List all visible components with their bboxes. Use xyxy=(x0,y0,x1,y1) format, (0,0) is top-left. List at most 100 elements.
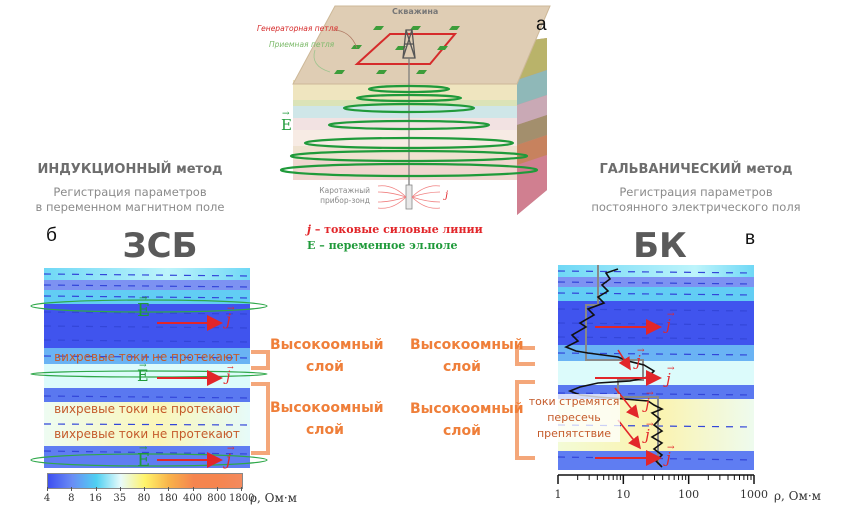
zsb-current-arrows xyxy=(157,315,223,468)
legend-item-current-lines: j – токовые силовые линии xyxy=(307,222,483,238)
label-line2: слой xyxy=(443,359,481,375)
current-arrow-diagonal xyxy=(614,387,639,419)
axis-tick-label: 100 xyxy=(678,488,700,501)
colorbar-tick-mark xyxy=(192,487,194,491)
axis-tick-label: 10 xyxy=(616,488,631,501)
bk-axis-unit: ρ, Ом·м xyxy=(774,489,822,503)
tool-j-label: j xyxy=(445,190,449,201)
colorbar-tick-mark xyxy=(168,487,170,491)
vector-arrow-icon: → xyxy=(667,310,675,320)
e-ring xyxy=(30,453,268,467)
resistivity-colorbar xyxy=(47,473,243,489)
generator-loop-label: Генераторная петля xyxy=(257,24,338,33)
layer xyxy=(44,446,250,468)
vector-arrow-icon: → xyxy=(282,109,290,119)
colorbar-unit: ρ, Ом·м xyxy=(250,491,298,505)
vector-arrow-icon: → xyxy=(637,346,645,356)
bracket-thin-layer xyxy=(251,350,270,370)
side-layer xyxy=(517,70,547,105)
label-line1: Высокоомный xyxy=(270,400,384,416)
label-line2: слой xyxy=(443,423,481,439)
side-layer xyxy=(517,155,547,215)
induction-subtitle-line2: в переменном магнитном поле xyxy=(35,200,225,214)
zsb-section xyxy=(43,268,251,468)
vector-arrow-icon: → xyxy=(139,361,147,371)
induction-method-subtitle: Регистрация параметров в переменном магн… xyxy=(0,185,260,215)
zsb-brackets xyxy=(251,350,270,455)
j-symbol: j xyxy=(636,352,641,370)
zsb-j-symbol-1: →j xyxy=(226,305,235,328)
zsb-e-symbol-1: →E xyxy=(137,294,150,320)
vector-arrow-icon: → xyxy=(227,363,234,372)
axis-tick-label: 1 xyxy=(554,488,562,501)
e-field-rings xyxy=(279,84,539,178)
bk-current-arrows xyxy=(595,319,662,466)
panel-letter-b: б xyxy=(46,225,57,246)
galvanic-method-name: ГАЛЬВАНИЧЕСКИЙ xyxy=(599,162,742,177)
well-label: Скважина xyxy=(392,7,439,16)
legend-j-text: – токовые силовые линии xyxy=(314,223,483,236)
note-line3: препятствие xyxy=(536,427,611,440)
zsb-j-symbol-2: →j xyxy=(226,364,234,385)
logging-tool-label-line2: прибор-зонд xyxy=(320,196,370,205)
bk-log-axis xyxy=(557,474,755,484)
layer xyxy=(44,348,250,364)
zsb-j-symbol-3: →j xyxy=(226,445,235,468)
label-line2: слой xyxy=(306,359,344,375)
colorbar-tick-label: 8 xyxy=(68,493,75,504)
eddy-note-1: вихревые токи не протекают xyxy=(54,350,240,364)
note-line1: токи стремятся xyxy=(528,395,620,408)
colorbar-tick-mark xyxy=(95,487,97,491)
block-diagram xyxy=(279,5,551,215)
label-line1: Высокоомный xyxy=(410,337,524,353)
eddy-note-3: вихревые токи не протекают xyxy=(54,427,240,441)
legend-e-symbol: E xyxy=(307,239,316,252)
j-symbol: j xyxy=(666,449,671,467)
zsb-e-symbol-3: →E xyxy=(137,444,151,471)
label-line1: Высокоомный xyxy=(270,337,384,353)
e-symbol: E xyxy=(137,450,151,471)
induction-subtitle-line1: Регистрация параметров xyxy=(53,185,207,199)
current-arrow-diagonal xyxy=(617,349,631,371)
induction-method-title: ИНДУКЦИОННЫЙ метод xyxy=(0,162,260,177)
colorbar-tick-label: 4 xyxy=(43,493,51,504)
zsb-layer-label-1: Высокоомный слой xyxy=(270,334,384,378)
legend-j-symbol: j xyxy=(307,223,311,236)
vector-arrow-icon: → xyxy=(139,293,148,304)
bracket-thin-layer xyxy=(515,346,535,366)
zsb-resistivity-section xyxy=(43,268,251,468)
colorbar-tick-label: 35 xyxy=(113,493,127,504)
colorbar-tick-label: 1800 xyxy=(229,493,255,504)
bk-model-curve xyxy=(585,265,659,465)
current-arrow-diagonal xyxy=(617,419,641,450)
bracket-thick-layer xyxy=(515,380,535,460)
layer xyxy=(558,277,754,287)
j-symbol: j xyxy=(666,370,671,388)
receiver-pads xyxy=(334,26,460,74)
galvanic-subtitle-line2: постоянного электрического поля xyxy=(591,200,801,214)
layer xyxy=(558,345,754,361)
bk-layer-label-1: Высокоомный слой xyxy=(410,334,524,378)
bk-title: БК xyxy=(633,226,687,266)
front-layer xyxy=(293,146,517,160)
layer xyxy=(44,280,250,290)
colorbar-tick-label: 800 xyxy=(207,493,227,504)
bracket-thick-layer xyxy=(251,382,270,455)
eddy-note-2: вихревые токи не протекают xyxy=(54,402,240,416)
well-derrick-icon xyxy=(402,29,416,59)
induction-method-name: ИНДУКЦИОННЫЙ xyxy=(37,162,172,177)
legend-e-text: – переменное эл.поле xyxy=(319,239,458,252)
generator-loop xyxy=(354,33,458,65)
bk-j-symbol-2: →j xyxy=(636,347,645,370)
colorbar-tick-mark xyxy=(216,487,218,491)
panel-letter-a: а xyxy=(536,14,547,35)
front-layer xyxy=(293,80,517,100)
galvanic-subtitle-line1: Регистрация параметров xyxy=(619,185,773,199)
galvanic-method-subtitle: Регистрация параметров постоянного элект… xyxy=(561,185,831,215)
panel-a: Скважина Генераторная петля Приемная пет… xyxy=(255,0,555,260)
vector-arrow-icon: → xyxy=(227,304,235,314)
bk-j-symbol-5: →j xyxy=(645,421,654,443)
layer xyxy=(44,268,250,280)
bk-brackets xyxy=(515,346,535,460)
